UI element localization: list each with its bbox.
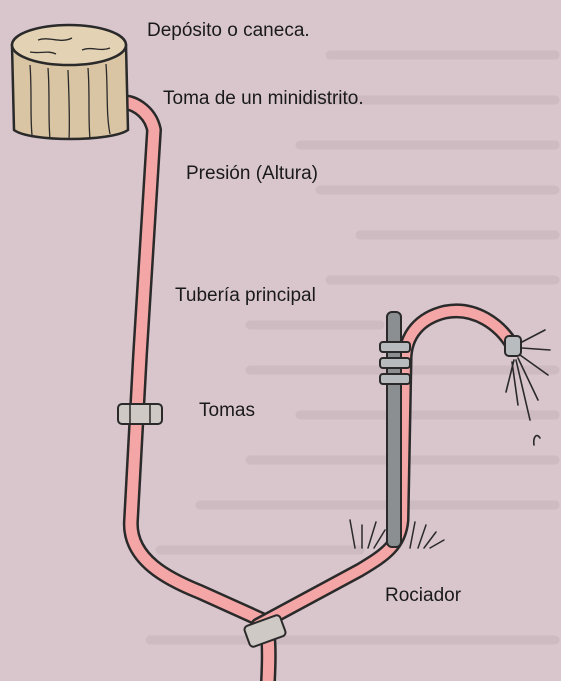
tank-icon: [10, 23, 130, 141]
pipe-fitting-upper: [117, 403, 163, 425]
sprinkler-stake: [379, 311, 411, 548]
label-deposit: Depósito o caneca.: [147, 20, 310, 41]
main-pipe: [114, 94, 277, 681]
label-sprinkler: Rociador: [385, 585, 462, 606]
label-intake: Toma de un minidistrito.: [163, 88, 364, 109]
sprinkler-pipe: [250, 303, 520, 633]
label-pressure: Presión (Altura): [186, 163, 318, 184]
label-fittings: Tomas: [199, 400, 255, 421]
label-main-pipe: Tubería principal: [175, 285, 316, 306]
pipe-fitting-lower: [243, 614, 287, 648]
water-spray-icon: [504, 329, 551, 446]
background-texture: [145, 50, 560, 645]
grass-icon: [349, 519, 445, 549]
